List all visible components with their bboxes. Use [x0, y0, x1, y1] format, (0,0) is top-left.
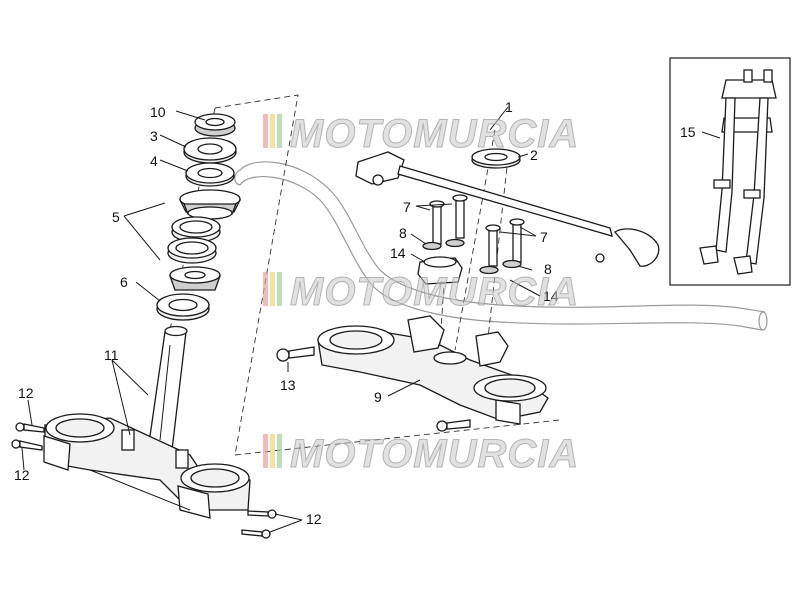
callout-8-a: 8: [399, 225, 407, 241]
leader-lines: [21, 106, 721, 533]
callout-11: 11: [104, 347, 119, 363]
callout-7-b: 7: [540, 229, 548, 245]
callout-3: 3: [150, 128, 158, 144]
steering-stem-11: [147, 325, 188, 451]
bolt-12-b: [11, 439, 43, 451]
bolts-7-left: [429, 194, 468, 245]
callout-9: 9: [374, 389, 382, 405]
watermark-bottom: MOTOMURCIA: [263, 432, 579, 477]
watermark-top: MOTOMURCIA: [263, 112, 579, 157]
callout-1: 1: [505, 99, 513, 115]
bolt-13: [276, 346, 315, 362]
callout-15: 15: [680, 124, 696, 140]
callout-12-b: 12: [14, 467, 30, 483]
bolt-near-clamp: [436, 419, 471, 432]
watermark-middle: MOTOMURCIA: [263, 270, 579, 315]
seal-6: [156, 293, 210, 321]
callout-6: 6: [120, 274, 128, 290]
inset-fork-assembly: [669, 57, 791, 286]
watermark-text-middle: MOTOMURCIA: [290, 270, 579, 314]
callout-14-a: 14: [390, 245, 406, 261]
bolt-12-a: [15, 422, 45, 433]
callout-labels: 10 3 4 5 6 11 12 12 12 13 9 1 2 7 7 8 8 …: [14, 99, 696, 527]
callout-14-b: 14: [543, 288, 559, 304]
upper-triple-clamp-9: [317, 315, 549, 425]
seal-4: [185, 162, 235, 187]
race-5-lower: [167, 237, 217, 264]
bolt-12-c: [247, 509, 277, 519]
riser-14: [417, 256, 463, 285]
callout-10: 10: [150, 104, 166, 120]
bolt-12-d: [241, 529, 271, 539]
bearing-5-upper: [178, 189, 242, 220]
washer-2: [471, 148, 521, 169]
lower-triple-clamp: [43, 413, 251, 519]
callout-12-c: 12: [306, 511, 322, 527]
nut-10: [194, 113, 236, 137]
callout-13: 13: [280, 377, 296, 393]
handlebar: [234, 161, 768, 331]
watermark-text-bottom: MOTOMURCIA: [290, 432, 579, 476]
bearing-5-lower: [169, 266, 221, 291]
washers-8-left: [422, 238, 465, 251]
callout-5: 5: [112, 209, 120, 225]
callout-4: 4: [150, 153, 158, 169]
clamp-1: [355, 151, 660, 267]
washer-3: [183, 137, 237, 164]
callout-8-b: 8: [544, 261, 552, 277]
callout-12-a: 12: [18, 385, 34, 401]
washers-8-right: [479, 259, 522, 275]
bolts-7-right: [485, 218, 525, 267]
callout-7-a: 7: [403, 199, 411, 215]
watermark-text-top: MOTOMURCIA: [290, 112, 579, 156]
callout-2: 2: [530, 147, 538, 163]
